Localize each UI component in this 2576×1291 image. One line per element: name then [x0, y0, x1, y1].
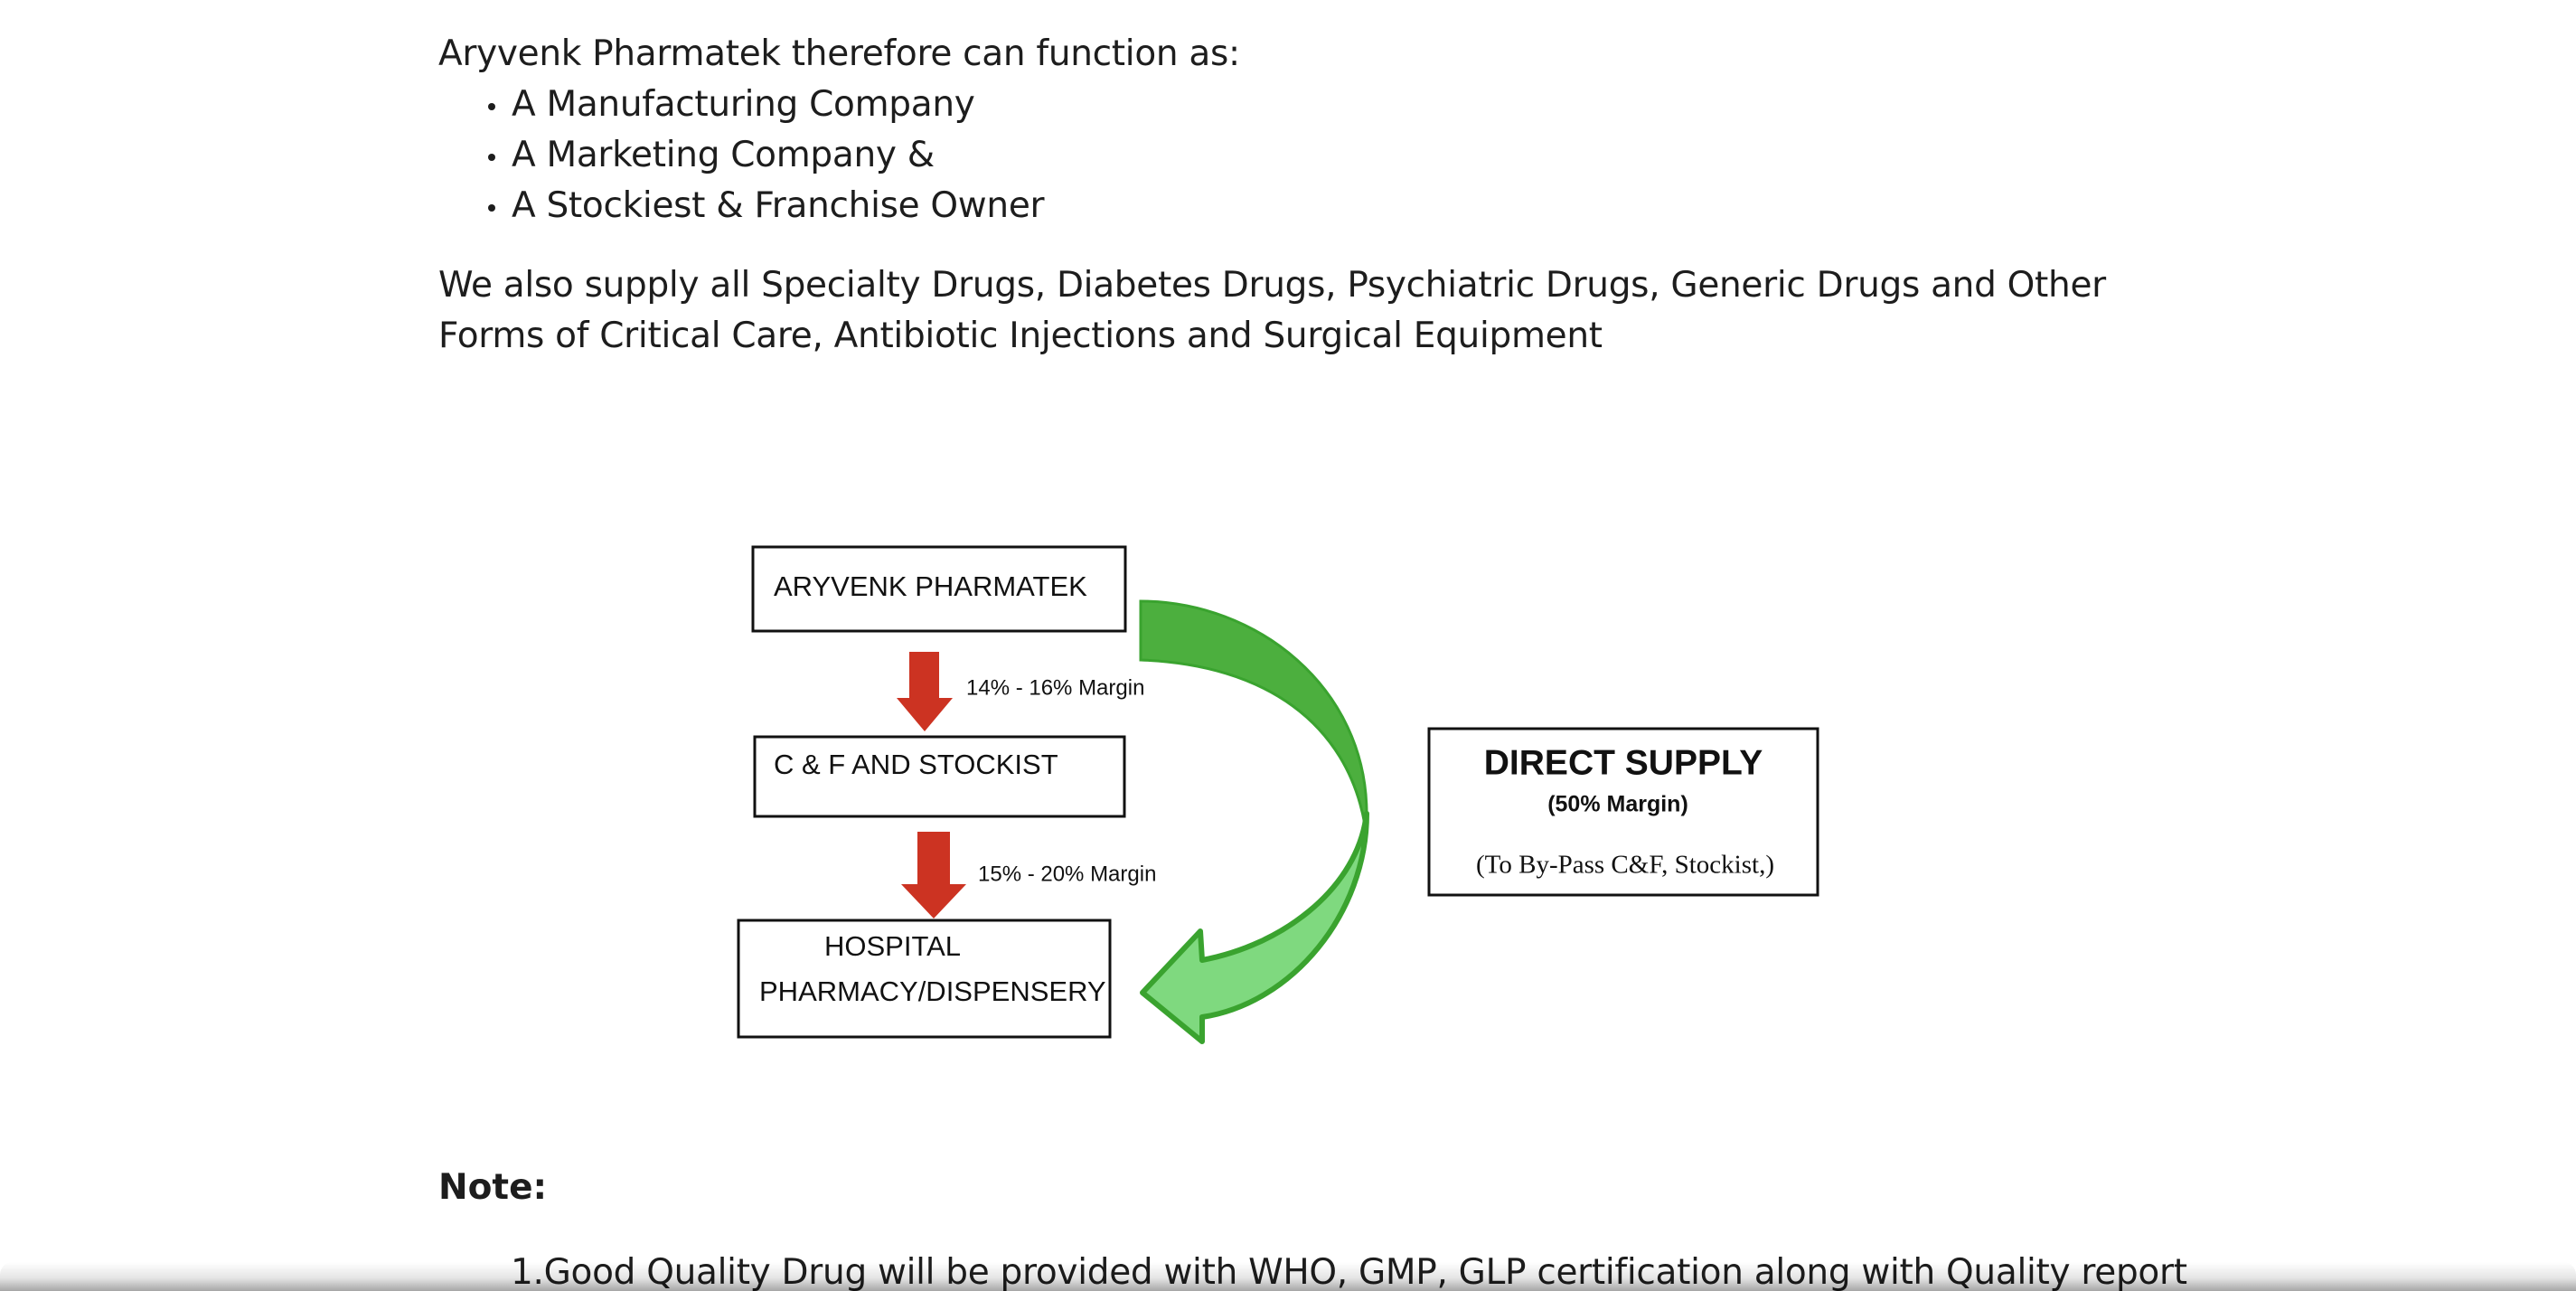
direct-supply-title: DIRECT SUPPLY	[1484, 743, 1763, 782]
note-title: Note:	[438, 1167, 548, 1208]
hospital-label-line2: PHARMACY/DISPENSERY	[759, 975, 1106, 1007]
margin-label-first: 14% - 16% Margin	[966, 675, 1144, 700]
list-item: A Marketing Company &	[488, 130, 1044, 181]
stockist-box	[753, 735, 1126, 818]
roles-list: A Manufacturing Company A Marketing Comp…	[488, 80, 1045, 231]
list-item: A Manufacturing Company	[488, 80, 1044, 130]
role-label: A Manufacturing Company	[512, 84, 975, 125]
supply-paragraph: We also supply all Specialty Drugs, Diab…	[438, 265, 2106, 356]
note-item: 1.Good Quality Drug will be provided wit…	[511, 1248, 2187, 1291]
bullet-icon	[488, 103, 495, 110]
bullet-icon	[488, 204, 495, 212]
curved-arrow-icon	[1140, 811, 1369, 1044]
company-label: ARYVENK PHARMATEK	[774, 570, 1087, 602]
stockist-label: C & F AND STOCKIST	[774, 749, 1058, 780]
window-bottom-edge	[0, 1262, 2576, 1291]
margin-label-second: 15% - 20% Margin	[978, 862, 1156, 886]
bullet-icon	[488, 154, 495, 161]
curved-arrow-upper	[1139, 599, 1368, 825]
list-item: A Stockiest & Franchise Owner	[488, 181, 1045, 231]
intro-text: Aryvenk Pharmatek therefore can function…	[438, 33, 1240, 74]
hospital-label-line1: HOSPITAL	[824, 930, 961, 962]
direct-supply-box	[1427, 727, 1819, 897]
direct-supply-note: (To By-Pass C&F, Stockist,)	[1476, 851, 1774, 880]
role-label: A Marketing Company &	[512, 135, 935, 175]
direct-supply-margin: (50% Margin)	[1547, 792, 1688, 817]
down-arrow-icon	[901, 832, 966, 919]
hospital-box	[737, 919, 1112, 1039]
down-arrow-icon	[897, 652, 953, 731]
role-label: A Stockiest & Franchise Owner	[512, 185, 1045, 226]
company-box	[751, 545, 1127, 633]
